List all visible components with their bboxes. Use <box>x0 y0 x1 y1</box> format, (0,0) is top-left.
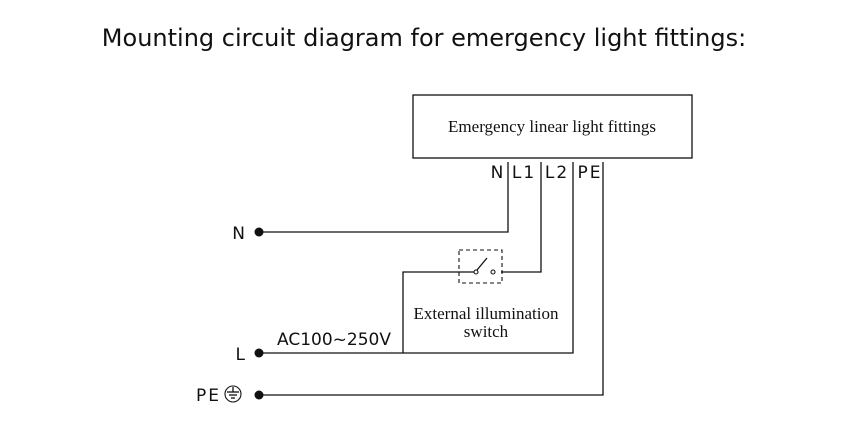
diagram-title: Mounting circuit diagram for emergency l… <box>102 24 746 52</box>
live-terminal-dot <box>254 348 264 358</box>
switch-label-line2: switch <box>464 322 509 341</box>
terminal-l2-label: L2 <box>545 163 569 183</box>
protective-earth-wire <box>259 183 604 396</box>
switch-contact-icon <box>473 257 496 275</box>
l1-switch-wire <box>501 183 542 273</box>
neutral-terminal-dot <box>254 227 264 237</box>
pe-terminal-dot <box>254 390 264 400</box>
switch-label-line1: External illumination <box>414 304 559 323</box>
switch-dashed-box <box>458 249 503 284</box>
supply-n-label: N <box>232 224 245 244</box>
light-fitting-label: Emergency linear light fittings <box>448 117 656 136</box>
terminal-l1-label: L1 <box>512 163 536 183</box>
supply-voltage-label: AC100~250V <box>277 330 391 350</box>
terminal-pe-label: PE <box>578 163 603 183</box>
supply-l-label: L <box>236 345 246 365</box>
neutral-wire <box>259 183 509 233</box>
switch-to-l-wire <box>402 271 474 353</box>
supply-pe-label: PE <box>196 386 221 406</box>
terminal-n-label: N <box>491 163 504 183</box>
live-wire <box>259 183 574 354</box>
light-fitting-box <box>412 94 693 159</box>
earth-ground-icon <box>224 385 242 403</box>
